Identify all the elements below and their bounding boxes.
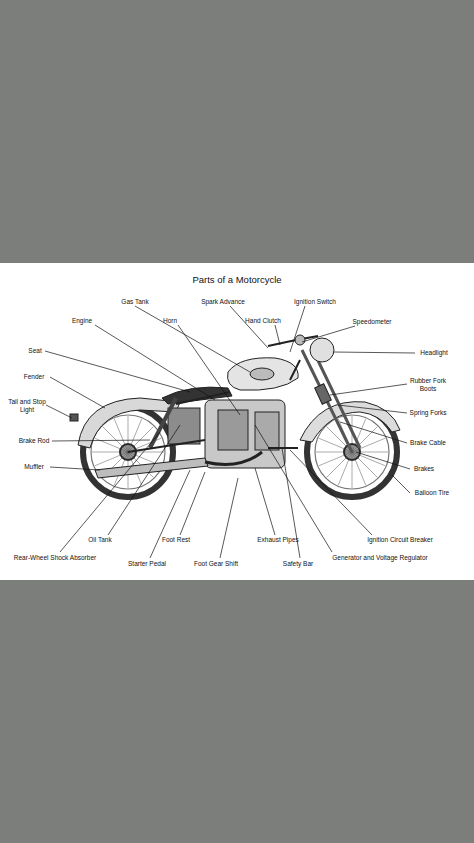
part-label: Generator and Voltage Regulator	[332, 554, 427, 562]
part-label: Spark Advance	[201, 298, 245, 306]
part-label: Seat	[28, 347, 41, 355]
part-label: Exhaust Pipes	[257, 536, 299, 544]
part-label: Brakes	[414, 465, 434, 473]
part-label: Safety Bar	[283, 560, 313, 568]
part-label: Hand Clutch	[245, 317, 281, 325]
part-label: Gas Tank	[121, 298, 148, 306]
part-label: Oil Tank	[88, 536, 111, 544]
part-label: Foot Rest	[162, 536, 190, 544]
part-label: Horn	[163, 317, 177, 325]
part-label: Brake Rod	[19, 437, 50, 445]
part-label: Foot Gear Shift	[194, 560, 238, 568]
part-label: Rear-Wheel Shock Absorber	[14, 554, 96, 562]
part-label: Brake Cable	[410, 439, 446, 447]
part-label: Fender	[24, 373, 45, 381]
leader-lines	[45, 306, 415, 558]
part-label: Headlight	[420, 349, 447, 357]
part-label: Starter Pedal	[128, 560, 166, 568]
part-label: Tail and Stop Light	[8, 398, 46, 413]
part-label: Ignition Switch	[294, 298, 336, 306]
part-label: Spring Forks	[410, 409, 447, 417]
diagram-title: Parts of a Motorcycle	[192, 274, 281, 285]
part-label: Muffler	[24, 463, 44, 471]
part-label: Ignition Circuit Breaker	[367, 536, 433, 544]
part-label: Engine	[72, 317, 92, 325]
part-label: Rubber Fork Boots	[408, 377, 448, 392]
part-label: Speedometer	[352, 318, 391, 326]
part-label: Balloon Tire	[415, 489, 449, 497]
